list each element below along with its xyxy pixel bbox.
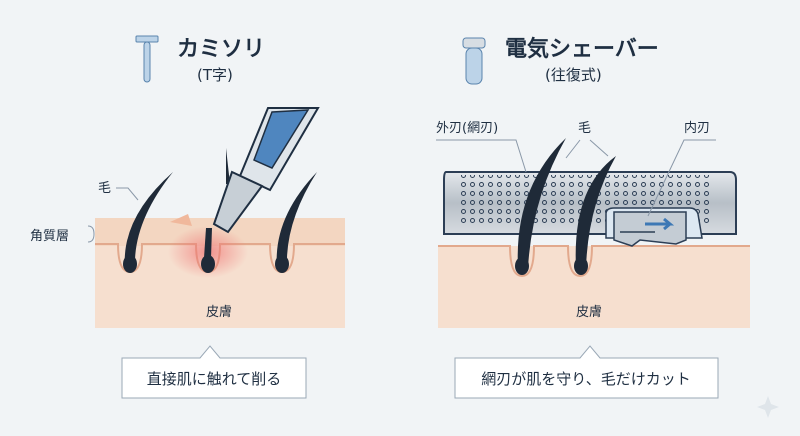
left-caption: 直接肌に触れて削る: [147, 370, 282, 388]
stratum-bracket: [87, 225, 95, 243]
leader-line: [565, 139, 609, 159]
left-label-stratum: 角質層: [30, 229, 69, 244]
left-subtitle: (T字): [197, 66, 233, 84]
left-skin-illustration: [95, 218, 345, 328]
shaved-skin-flake: [170, 214, 192, 226]
electric-shaver-icon: [462, 37, 486, 85]
leader-line: [436, 139, 527, 173]
razor-icon: [135, 35, 159, 83]
left-title: カミソリ: [177, 37, 265, 62]
right-title: 電気シェーバー: [505, 36, 659, 62]
right-label-skin: 皮膚: [576, 304, 602, 320]
right-subtitle: (往復式): [545, 66, 602, 84]
left-label-skin: 皮膚: [206, 304, 232, 320]
right-skin-illustration: [438, 245, 750, 328]
inner-blade: [613, 211, 687, 247]
hair: [123, 148, 317, 273]
left-caption-box: [121, 345, 307, 399]
right-label-inner-blade: 内刃: [684, 120, 710, 136]
right-label-hair: 毛: [578, 121, 591, 136]
leader-line: [116, 187, 139, 201]
right-caption: 網刃が肌を守り、毛だけカット: [481, 370, 690, 388]
left-label-hair: 毛: [98, 181, 111, 196]
leader-line: [647, 139, 716, 217]
sparkle-icon: [757, 396, 779, 418]
right-label-outer-blade: 外刃(網刃): [436, 121, 498, 136]
hair: [515, 138, 616, 275]
right-caption-box: [454, 345, 719, 399]
razor-handle: [212, 107, 320, 234]
